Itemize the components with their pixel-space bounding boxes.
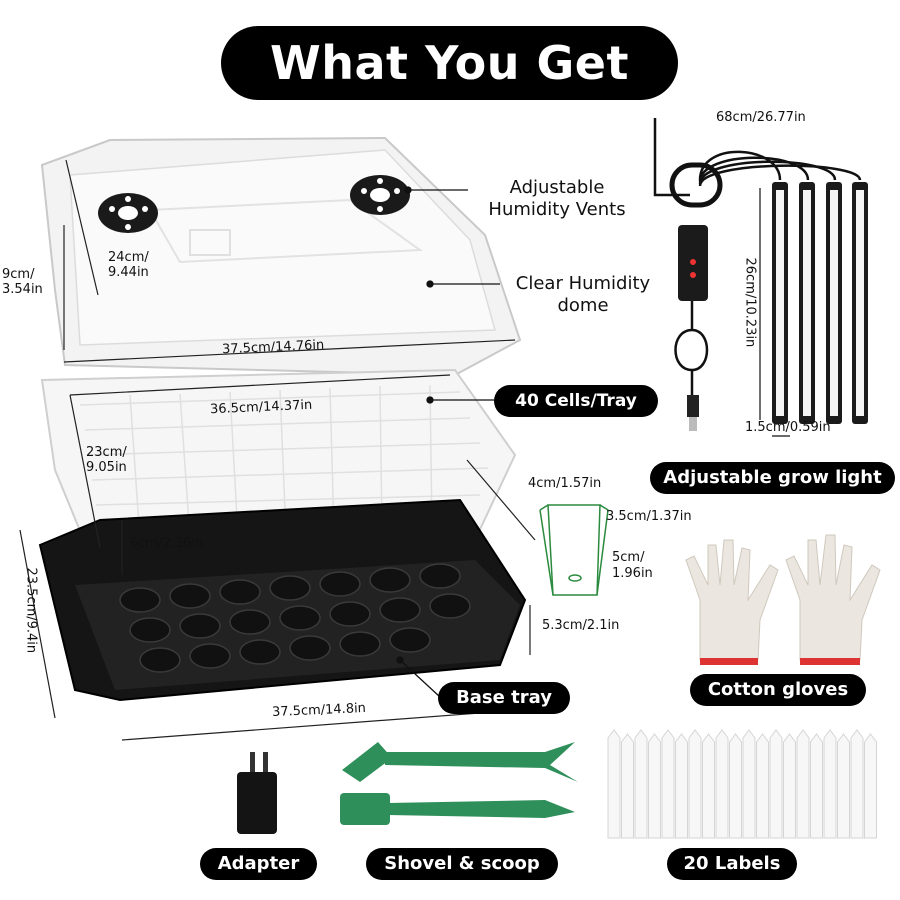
tools-badge: Shovel & scoop	[366, 848, 558, 880]
cell-side-label: 3.5cm/1.37in	[606, 509, 692, 524]
cell-diagram	[539, 504, 609, 596]
plant-label	[864, 733, 877, 839]
plant-label	[688, 729, 702, 839]
vents-label-line2: Humidity Vents	[488, 199, 626, 220]
glove-icon	[685, 539, 779, 665]
plant-label	[756, 733, 769, 839]
tray-depth-label: 6cm/2.36in	[130, 536, 204, 551]
base-height-label: 5.3cm/2.1in	[542, 618, 620, 633]
vents-label-line1: Adjustable	[509, 177, 605, 198]
page-title: What You Get	[221, 26, 678, 100]
dome-depth-label: 24cm/ 9.44in	[108, 250, 149, 280]
plant-label	[729, 733, 742, 839]
cell-height-label: 5cm/ 1.96in	[612, 550, 653, 581]
plant-label	[810, 733, 823, 839]
plant-label	[607, 729, 621, 839]
dome-label-line2: dome	[557, 295, 609, 316]
plant-label	[796, 729, 810, 839]
plant-label	[823, 729, 837, 839]
base-tray	[38, 498, 527, 702]
light-height-label: 26cm/10.23in	[742, 257, 758, 348]
base-width-label: 23.5cm/9.4in	[23, 567, 39, 654]
cell-top-label: 4cm/1.57in	[528, 476, 602, 491]
dome-label-line1: Clear Humidity	[515, 273, 651, 294]
dome-label: Clear Humidity dome	[502, 273, 664, 317]
adapter-icon	[237, 752, 277, 834]
plant-label	[742, 729, 756, 839]
plant-label	[648, 733, 661, 839]
plant-label	[621, 733, 634, 839]
tray-width-label: 23cm/ 9.05in	[86, 445, 127, 475]
glove-icon	[785, 534, 881, 665]
humidity-vent-icon	[350, 175, 410, 215]
cable-length-label: 68cm/26.77in	[716, 110, 806, 125]
plant-label	[661, 729, 675, 839]
scoop-icon	[340, 793, 575, 825]
grow-light	[653, 118, 868, 437]
adapter-badge: Adapter	[200, 848, 317, 880]
plant-label	[634, 729, 648, 839]
labels-badge: 20 Labels	[667, 848, 797, 880]
plant-label	[675, 733, 688, 839]
plant-label	[837, 733, 850, 839]
gloves-badge: Cotton gloves	[690, 674, 866, 706]
humidity-vent-icon	[98, 193, 158, 233]
cells-per-tray-badge: 40 Cells/Tray	[494, 385, 658, 417]
shovel-icon	[342, 742, 578, 782]
grow-light-badge: Adjustable grow light	[650, 462, 895, 494]
light-width-label: 1.5cm/0.59in	[745, 420, 831, 435]
plant-label	[715, 729, 729, 839]
plant-label	[769, 729, 783, 839]
plant-label	[783, 733, 796, 839]
plant-label	[850, 729, 864, 839]
dome-height-label: 9cm/ 3.54in	[2, 267, 43, 297]
plant-label-stack	[607, 729, 877, 839]
vents-label: Adjustable Humidity Vents	[472, 177, 642, 221]
base-tray-badge: Base tray	[438, 682, 570, 714]
plant-label	[702, 733, 715, 839]
